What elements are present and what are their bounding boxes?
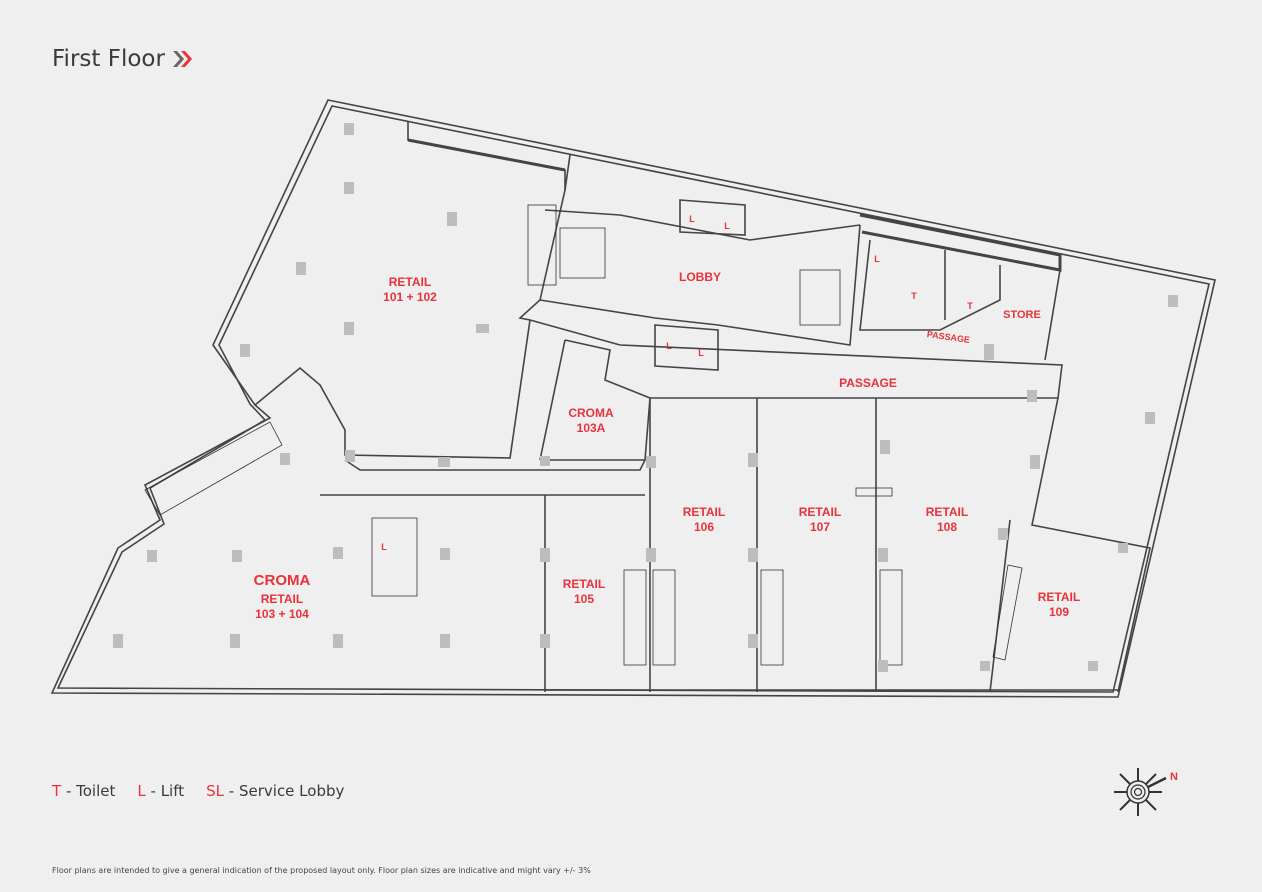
room-retail-105-number: 105 (574, 592, 594, 606)
lift-label: L (724, 221, 730, 231)
lift-label: L (381, 542, 387, 552)
legend-label: - Service Lobby (228, 782, 345, 800)
room-retail-107-number: 107 (810, 520, 830, 534)
room-croma-103a-label: CROMA (568, 406, 614, 420)
toilet-label: T (967, 301, 973, 311)
legend: T - Toilet L - Lift SL - Service Lobby (52, 782, 344, 800)
room-retail-101-102-number: 101 + 102 (383, 290, 437, 304)
room-store-label: STORE (1003, 309, 1041, 321)
title-text: First Floor (52, 46, 165, 72)
room-retail-101-102-label: RETAIL (389, 275, 431, 289)
double-chevron-right-icon (172, 51, 192, 67)
legend-item-lift: L - Lift (137, 782, 184, 800)
room-retail-108-label: RETAIL (926, 505, 968, 519)
outer-wall (50, 99, 1216, 698)
room-croma-103-104-number: 103 + 104 (255, 607, 309, 621)
legend-key: SL (206, 782, 225, 800)
lift-label: L (698, 348, 704, 358)
legend-label: - Toilet (65, 782, 116, 800)
lift-label: L (874, 254, 880, 264)
room-retail-106-label: RETAIL (683, 505, 725, 519)
legend-item-toilet: T - Toilet (52, 782, 115, 800)
lift-label: L (666, 341, 672, 351)
legend-item-service-lobby: SL - Service Lobby (206, 782, 344, 800)
room-retail-105-label: RETAIL (563, 577, 605, 591)
legend-label: - Lift (150, 782, 185, 800)
disclaimer: Floor plans are intended to give a gener… (52, 866, 591, 875)
compass-north-label: N (1170, 771, 1178, 783)
columns (113, 123, 1178, 672)
page-title: First Floor (52, 46, 195, 72)
legend-key: T (52, 782, 62, 800)
compass-icon: N (1114, 768, 1178, 816)
passage-label: PASSAGE (839, 376, 897, 390)
room-retail-109-label: RETAIL (1038, 590, 1080, 604)
toilet-label: T (911, 291, 917, 301)
small-passage-label: PASSAGE (926, 329, 970, 345)
room-croma-103-104-label: RETAIL (261, 592, 303, 606)
room-croma-103-104-brand: CROMA (254, 572, 311, 589)
room-retail-107-label: RETAIL (799, 505, 841, 519)
room-lobby-label: LOBBY (679, 270, 721, 284)
lift-label: L (689, 214, 695, 224)
room-retail-108-number: 108 (937, 520, 957, 534)
room-croma-103a-number: 103A (577, 421, 606, 435)
room-retail-106-number: 106 (694, 520, 714, 534)
room-retail-109-number: 109 (1049, 605, 1069, 619)
legend-key: L (137, 782, 146, 800)
